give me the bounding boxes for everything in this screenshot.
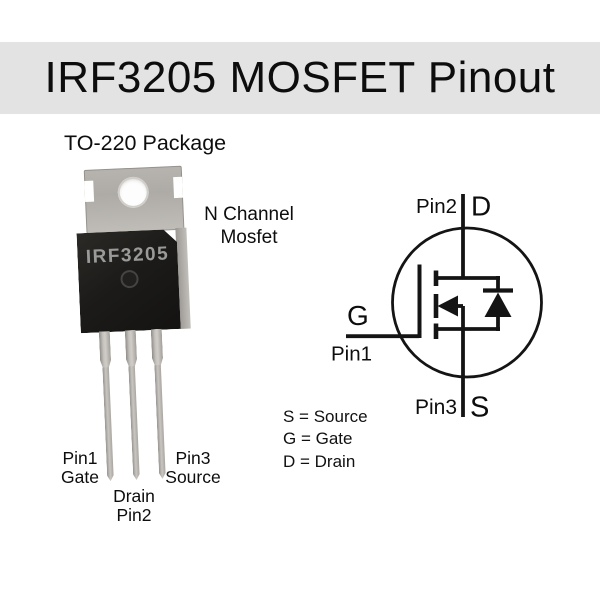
gate-letter: G [347,300,369,331]
body-arrow [437,295,458,317]
pin2-label: Drain Pin2 [113,486,155,525]
device-type-line1: N Channel [204,204,294,225]
drain-pin-label: Pin2 [416,195,457,218]
device-type-line2: Mosfet [220,227,278,248]
device-type-label: N Channel Mosfet [189,203,309,249]
diode-triangle [484,292,512,317]
title-band: IRF3205 MOSFET Pinout [0,42,600,114]
legend-drain: D = Drain [283,451,356,471]
source-pin-label: Pin3 [415,396,457,419]
legend: S = Source G = Gate D = Drain [283,406,368,473]
symbol-circle [391,226,543,379]
source-letter: S [470,392,489,424]
page-title: IRF3205 MOSFET Pinout [44,53,556,102]
legend-gate: G = Gate [283,429,353,449]
pin3-label: Pin3 Source [165,448,221,487]
gate-pin-label: Pin1 [331,343,372,366]
pin1-label: Pin1 Gate [61,448,99,487]
legend-source: S = Source [283,407,368,426]
drain-letter: D [471,191,491,222]
package-heading: TO-220 Package [64,131,227,155]
